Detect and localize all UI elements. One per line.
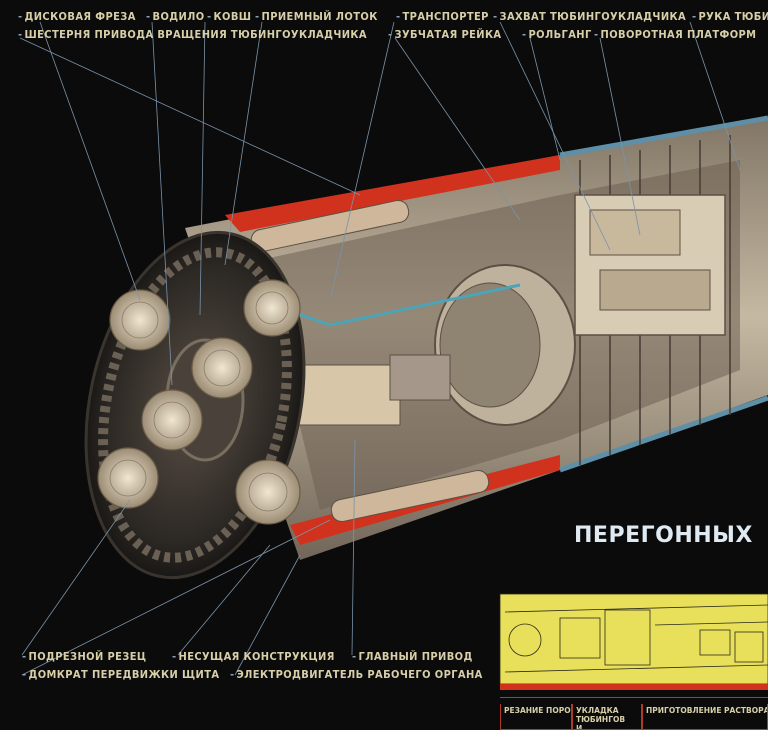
- label-rack: ЗУБЧАТАЯ РЕЙКА: [388, 28, 502, 41]
- label-load-structure: НЕСУЩАЯ КОНСТРУКЦИЯ: [172, 650, 335, 663]
- leader-lines: [19, 21, 741, 676]
- label-main-drive: ГЛАВНЫЙ ПРИВОД: [352, 650, 473, 663]
- legend-segment-laying: УКЛАДКА ТЮБИНГОВ И НАГНЕТАНИЕ: [572, 704, 642, 730]
- disc-cutters: [97, 279, 301, 525]
- label-disc-cutter: ДИСКОВАЯ ФРЕЗА: [18, 10, 136, 23]
- label-erector-grip: ЗАХВАТ ТЮБИНГОУКЛАДЧИКА: [493, 10, 686, 23]
- label-roller-table: РОЛЬГАНГ: [522, 28, 592, 41]
- label-turntable: ПОВОРОТНАЯ ПЛАТФОРМ: [594, 28, 757, 41]
- label-receiving-chute: ПРИЕМНЫЙ ЛОТОК: [255, 10, 378, 23]
- poster-title: ПЕРЕГОННЫХ: [574, 523, 753, 548]
- label-shield-jack: ДОМКРАТ ПЕРЕДВИЖКИ ЩИТА: [22, 668, 220, 681]
- label-cutter-motor: ЭЛЕКТРОДВИГАТЕЛЬ РАБОЧЕГО ОРГАНА: [230, 668, 483, 681]
- legend-cutting: РЕЗАНИЕ ПОРОДЫ: [500, 704, 572, 730]
- legend-grout-preparation: ПРИГОТОВЛЕНИЕ РАСТВОРА ДЛЯ НАГ: [642, 704, 768, 730]
- label-bucket: КОВШ: [207, 10, 251, 23]
- shield-body: [185, 115, 768, 560]
- label-erector-gear: ШЕСТЕРНЯ ПРИВОДА ВРАЩЕНИЯ ТЮБИНГОУКЛАДЧИ…: [18, 28, 367, 41]
- label-conveyor: ТРАНСПОРТЕР: [396, 10, 489, 23]
- schematic-drawing: [499, 593, 768, 690]
- label-erector-arm: РУКА ТЮБИ: [692, 10, 768, 23]
- label-undercutter: ПОДРЕЗНОЙ РЕЗЕЦ: [22, 650, 147, 663]
- process-legend: РЕЗАНИЕ ПОРОДЫ УКЛАДКА ТЮБИНГОВ И НАГНЕТ…: [500, 697, 768, 730]
- label-carrier: ВОДИЛО: [146, 10, 205, 23]
